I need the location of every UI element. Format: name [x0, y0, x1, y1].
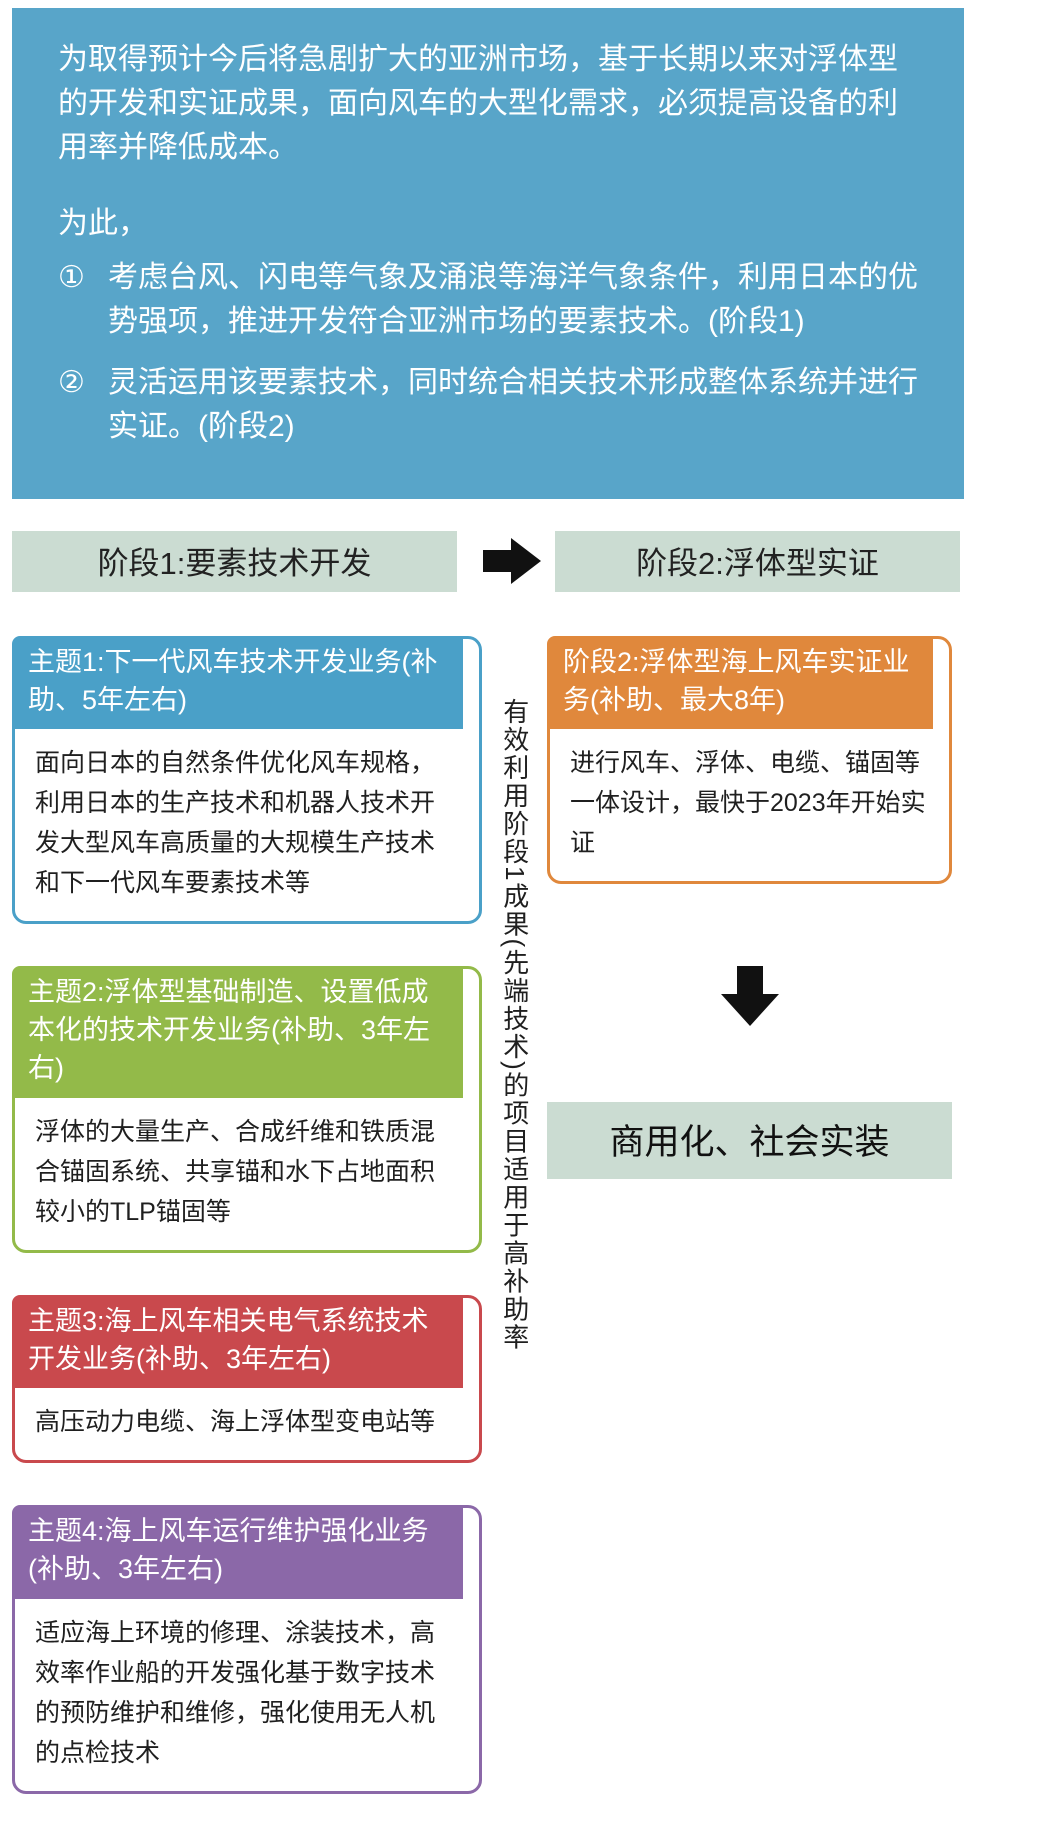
arrow-down-bar [736, 966, 763, 995]
middle-note-column: 有效利用阶段1成果(先端技术)的项目适用于高补助率 [482, 636, 547, 1836]
intro-lead: 为此， [58, 207, 148, 241]
theme1-card: 主题1:下一代风车技术开发业务(补助、5年左右) 面向日本的自然条件优化风车规格… [12, 635, 482, 925]
theme4-card: 主题4:海上风车运行维护强化业务(补助、3年左右) 适应海上环境的修理、涂装技术… [12, 1505, 482, 1794]
intro-item-1-number: ① [58, 261, 85, 295]
arrow-right-icon [483, 538, 541, 585]
intro-item-1: ① 考虑台风、闪电等气象及涌浪等海洋气象条件，利用日本的优势强项，推进开发符合亚… [58, 256, 918, 344]
arrow-right-tip [511, 538, 541, 585]
high-subsidy-note: 有效利用阶段1成果(先端技术)的项目适用于高补助率 [499, 697, 530, 1352]
outcome-box: 商用化、社会实装 [547, 1102, 952, 1180]
theme3-title: 主题3:海上风车相关电气系统技术开发业务(补助、3年左右) [12, 1294, 463, 1389]
phase2-card: 阶段2:浮体型海上风车实证业务(补助、最大8年) 进行风车、浮体、电缆、锚固等一… [547, 635, 952, 885]
intro-box: 为取得预计今后将急剧扩大的亚洲市场，基于长期以来对浮体型的开发和实证成果，面向风… [12, 8, 964, 499]
theme2-card: 主题2:浮体型基础制造、设置低成本化的技术开发业务(补助、3年左右) 浮体的大量… [12, 966, 482, 1253]
intro-item-1-text: 考虑台风、闪电等气象及涌浪等海洋气象条件，利用日本的优势强项，推进开发符合亚洲市… [108, 261, 918, 339]
main-content: 主题1:下一代风车技术开发业务(补助、5年左右) 面向日本的自然条件优化风车规格… [12, 635, 964, 1836]
intro-paragraph: 为取得预计今后将急剧扩大的亚洲市场，基于长期以来对浮体型的开发和实证成果，面向风… [58, 43, 898, 165]
theme4-title: 主题4:海上风车运行维护强化业务(补助、3年左右) [12, 1505, 463, 1599]
theme1-body: 面向日本的自然条件优化风车规格，利用日本的生产技术和机器人技术开发大型风车高质量… [35, 749, 436, 898]
phase2-card-title: 阶段2:浮体型海上风车实证业务(补助、最大8年) [547, 635, 933, 730]
phase-header-row: 阶段1:要素技术开发 阶段2:浮体型实证 [12, 530, 964, 592]
intro-item-2: ② 灵活运用该要素技术，同时统合相关技术形成整体系统并进行实证。(阶段2) [58, 361, 918, 449]
intro-item-2-text: 灵活运用该要素技术，同时统合相关技术形成整体系统并进行实证。(阶段2) [108, 365, 918, 443]
intro-item-2-number: ② [58, 365, 85, 399]
phase1-themes-column: 主题1:下一代风车技术开发业务(补助、5年左右) 面向日本的自然条件优化风车规格… [12, 635, 482, 1836]
theme2-title: 主题2:浮体型基础制造、设置低成本化的技术开发业务(补助、3年左右) [12, 966, 463, 1098]
arrow-down-tip [720, 994, 779, 1027]
phase2-card-body: 进行风车、浮体、电缆、锚固等一体设计，最快于2023年开始实证 [570, 749, 926, 858]
theme3-card: 主题3:海上风车相关电气系统技术开发业务(补助、3年左右) 高压动力电缆、海上浮… [12, 1294, 482, 1464]
phase1-header: 阶段1:要素技术开发 [12, 530, 457, 592]
phase2-column: 阶段2:浮体型海上风车实证业务(补助、最大8年) 进行风车、浮体、电缆、锚固等一… [547, 635, 952, 1836]
infographic-page: 为取得预计今后将急剧扩大的亚洲市场，基于长期以来对浮体型的开发和实证成果，面向风… [12, 0, 964, 1836]
phase2-header: 阶段2:浮体型实证 [555, 530, 960, 592]
theme3-body: 高压动力电缆、海上浮体型变电站等 [35, 1408, 436, 1437]
arrow-right-bar [483, 550, 511, 573]
arrow-down-icon [720, 966, 779, 1027]
theme4-body: 适应海上环境的修理、涂装技术，高效率作业船的开发强化基于数字技术的预防维护和维修… [35, 1618, 436, 1767]
theme2-body: 浮体的大量生产、合成纤维和铁质混合锚固系统、共享锚和水下占地面积较小的TLP锚固… [35, 1117, 436, 1226]
theme1-title: 主题1:下一代风车技术开发业务(补助、5年左右) [12, 635, 463, 730]
